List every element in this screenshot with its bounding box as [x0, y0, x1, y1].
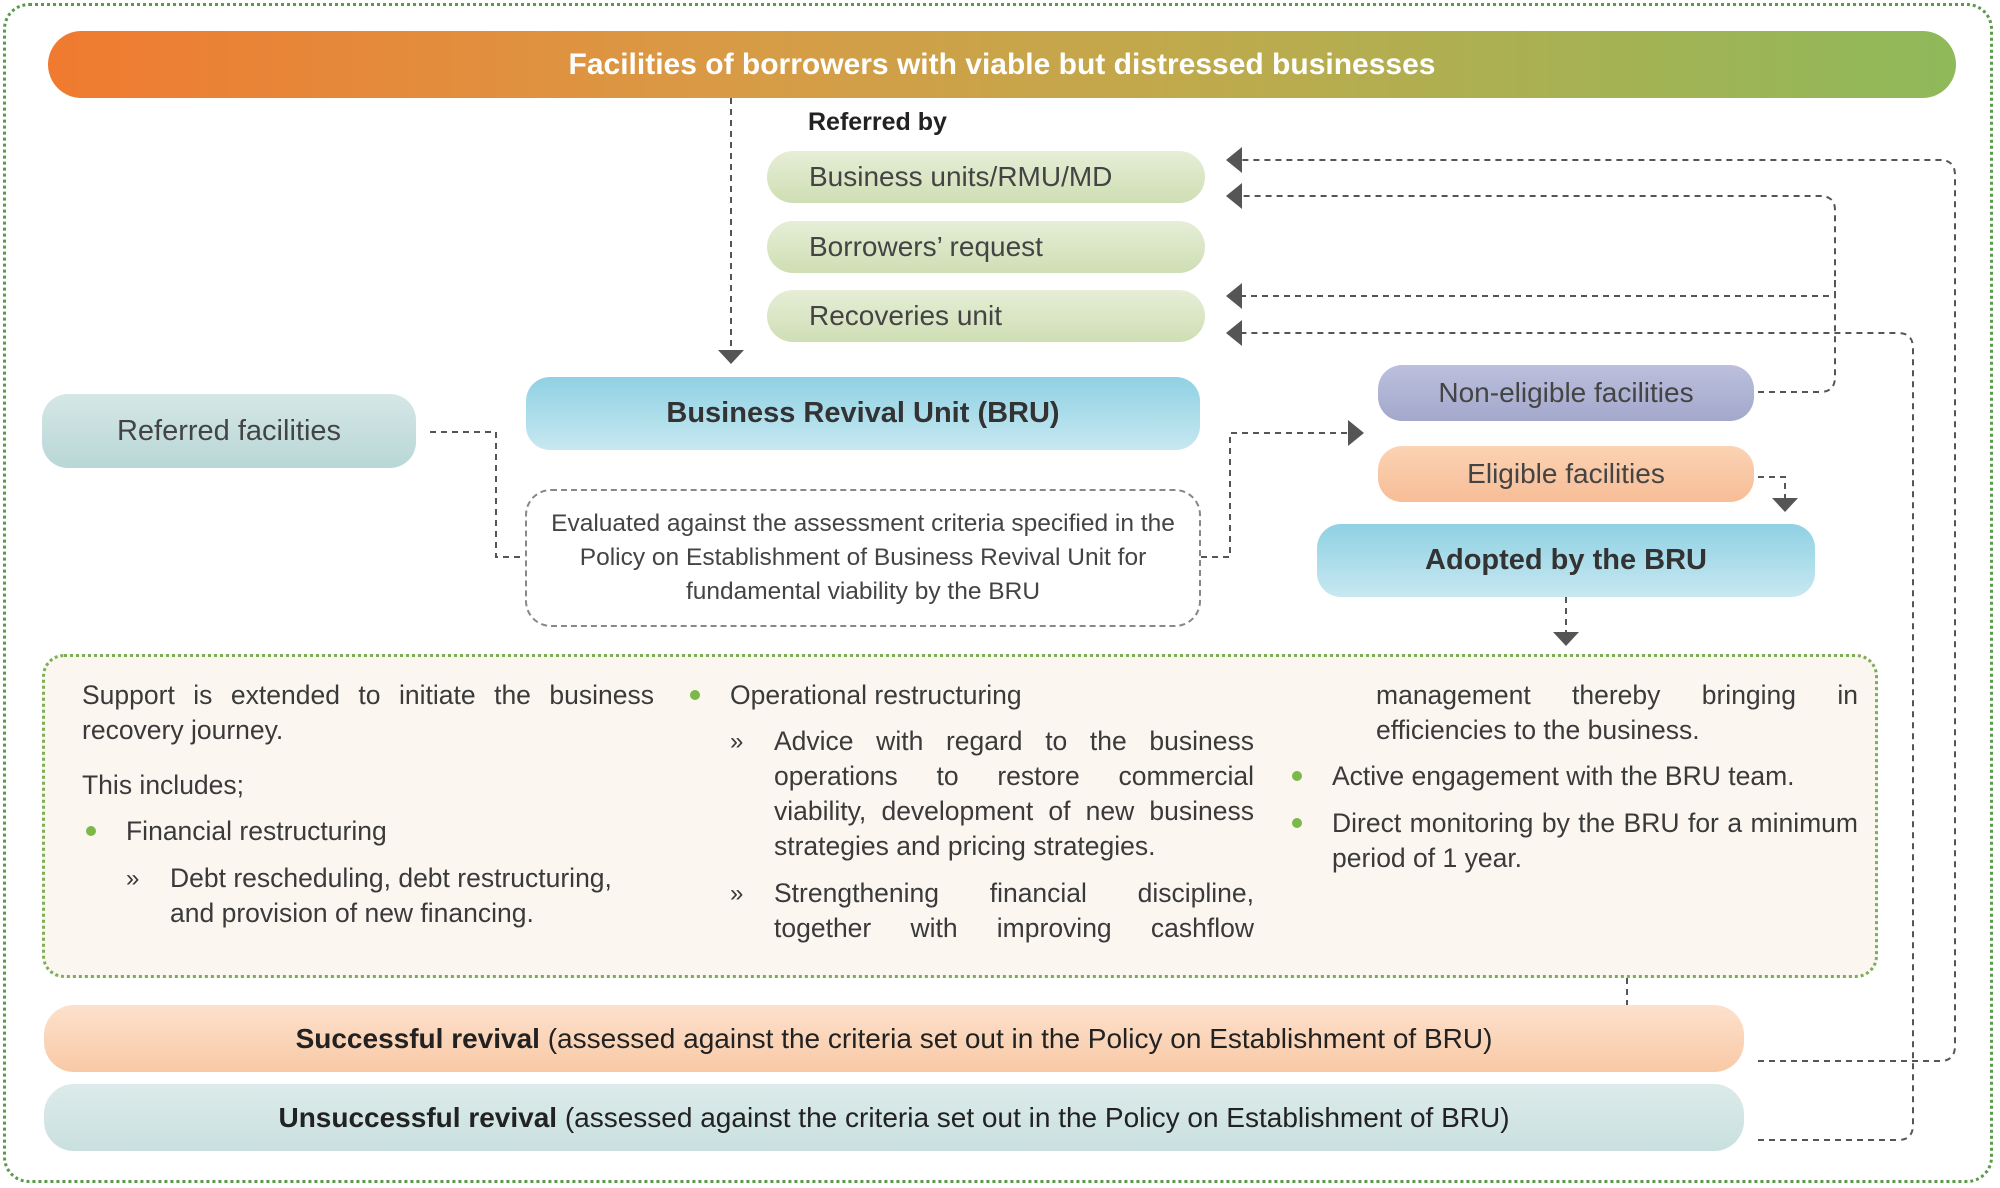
- success-loop-line: [1242, 159, 1956, 1062]
- successful-revival-criteria: (assessed against the criteria set out i…: [539, 1022, 1493, 1054]
- operational-advice-detail: Advice with regard to the business opera…: [686, 724, 1254, 864]
- non-eligible-loop-line: [1242, 195, 1836, 393]
- referrer-borrowers-request: Borrowers’ request: [767, 221, 1205, 273]
- arrow-left-to-recoveries-2: [1226, 320, 1242, 346]
- arrow-left-to-business-units-2: [1226, 183, 1242, 209]
- arrow-down-to-support: [1553, 632, 1579, 646]
- diagram-frame: [3, 3, 1993, 1183]
- arrow-right-to-eligibility: [1348, 420, 1364, 446]
- referrer-business-units: Business units/RMU/MD: [767, 151, 1205, 203]
- bru-box: Business Revival Unit (BRU): [526, 377, 1200, 450]
- direct-monitoring-item: Direct monitoring by the BRU for a minim…: [1288, 806, 1858, 876]
- support-column-2: Operational restructuring Advice with re…: [686, 678, 1254, 946]
- support-intro: Support is extended to initiate the busi…: [82, 680, 654, 745]
- eligible-to-adopted-line: [1758, 476, 1786, 498]
- support-column-1: Support is extended to initiate the busi…: [82, 678, 654, 931]
- banner-title: Facilities of borrowers with viable but …: [48, 31, 1956, 98]
- financial-restructuring-item: Financial restructuring: [82, 814, 654, 849]
- eligible-facilities-box: Eligible facilities: [1378, 446, 1754, 502]
- arrow-down-to-bru: [718, 350, 744, 364]
- eval-to-eligibility-line: [1201, 432, 1348, 558]
- referred-to-eval-line: [430, 431, 525, 558]
- financial-discipline-continued: management thereby bringing in efficienc…: [1376, 680, 1858, 745]
- support-column-3: management thereby bringing in efficienc…: [1288, 678, 1858, 876]
- operational-restructuring-item: Operational restructuring: [686, 678, 1254, 713]
- successful-revival-box: Successful revival (assessed against the…: [44, 1005, 1744, 1072]
- unsuccessful-revival-label: Unsuccessful revival: [278, 1101, 558, 1133]
- unsuccessful-revival-criteria: (assessed against the criteria set out i…: [557, 1101, 1510, 1133]
- arrow-left-to-business-units: [1226, 147, 1242, 173]
- unsuccess-loop-line: [1242, 332, 1914, 1141]
- referred-by-heading: Referred by: [808, 108, 947, 136]
- non-eligible-to-recoveries-line: [1242, 280, 1836, 297]
- financial-discipline-detail: Strengthening financial discipline, toge…: [686, 876, 1254, 946]
- referrer-recoveries-unit: Recoveries unit: [767, 290, 1205, 342]
- successful-revival-label: Successful revival: [295, 1022, 540, 1054]
- non-eligible-facilities-box: Non-eligible facilities: [1378, 365, 1754, 421]
- unsuccessful-revival-box: Unsuccessful revival (assessed against t…: [44, 1084, 1744, 1151]
- arrow-left-to-recoveries: [1226, 283, 1242, 309]
- support-includes: This includes;: [82, 770, 245, 800]
- active-engagement-item: Active engagement with the BRU team.: [1288, 759, 1858, 794]
- financial-restructuring-detail: Debt rescheduling, debt restructuring, a…: [82, 861, 654, 931]
- evaluation-criteria-box: Evaluated against the assessment criteri…: [525, 489, 1201, 627]
- adopted-by-bru-box: Adopted by the BRU: [1317, 524, 1815, 597]
- referred-facilities-box: Referred facilities: [42, 394, 416, 468]
- arrow-down-to-adopted: [1772, 498, 1798, 512]
